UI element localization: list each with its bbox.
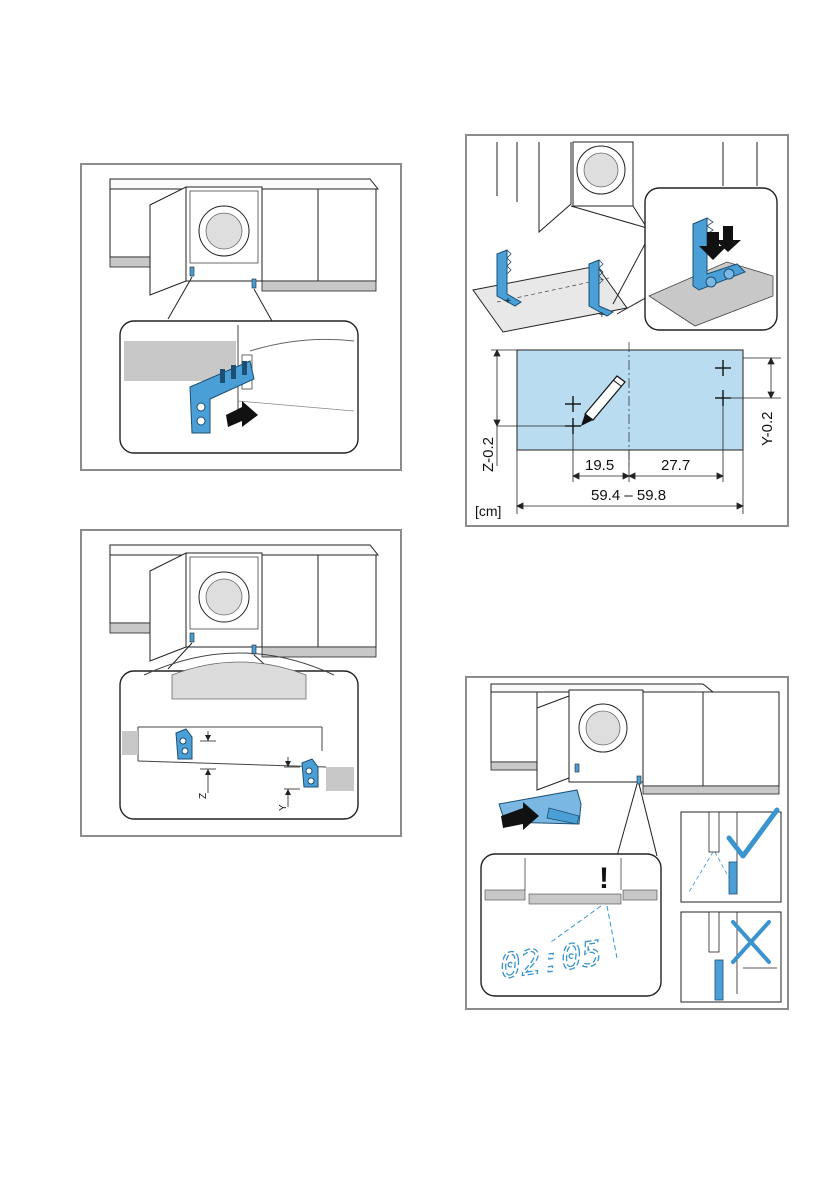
marker-cross: + — [505, 296, 511, 307]
dim-right-height: Y-0.2 — [759, 412, 776, 446]
bracket-marker-left — [190, 267, 194, 276]
bracket-marker-right — [252, 279, 256, 288]
template-plan — [517, 350, 743, 450]
bracket-left — [176, 729, 192, 759]
exclamation-icon: ! — [599, 862, 609, 895]
dim-right-offset: 27.7 — [661, 457, 690, 474]
detail-callout — [120, 321, 358, 453]
label-y: Y — [278, 804, 289, 811]
dim-left-offset: 19.5 — [585, 457, 614, 474]
illustration-bracket-insertion — [82, 165, 400, 469]
bracket-right — [302, 759, 318, 787]
open-cabinet-door — [150, 187, 186, 295]
label-z: Z — [198, 793, 209, 799]
machine-door-glass — [206, 213, 242, 249]
figure-bracket-height: Z Y — [80, 529, 402, 837]
figure-template-marking: + + — [465, 134, 789, 527]
open-cabinet-door — [537, 696, 569, 790]
figure-bracket-insertion — [80, 163, 402, 471]
open-cabinet-door — [150, 553, 186, 661]
right-cabinet — [643, 692, 779, 786]
open-cabinet-door — [539, 142, 571, 232]
unit-label: [cm] — [475, 503, 501, 519]
illustration-plinth-check: ! 02:05 — [467, 678, 787, 1008]
illustration-template-marking: + + — [467, 136, 787, 525]
dim-total-width: 59.4 – 59.8 — [591, 487, 666, 504]
left-cabinet — [491, 692, 537, 762]
dim-left-height: Z-0.2 — [480, 437, 497, 472]
figure-plinth-check: ! 02:05 — [465, 676, 789, 1010]
marker-cross: + — [599, 310, 605, 321]
plinth-right — [262, 281, 376, 291]
right-cabinet — [262, 555, 376, 647]
template-board — [473, 266, 627, 332]
illustration-bracket-height: Z Y — [82, 531, 400, 835]
right-cabinet — [262, 189, 376, 281]
